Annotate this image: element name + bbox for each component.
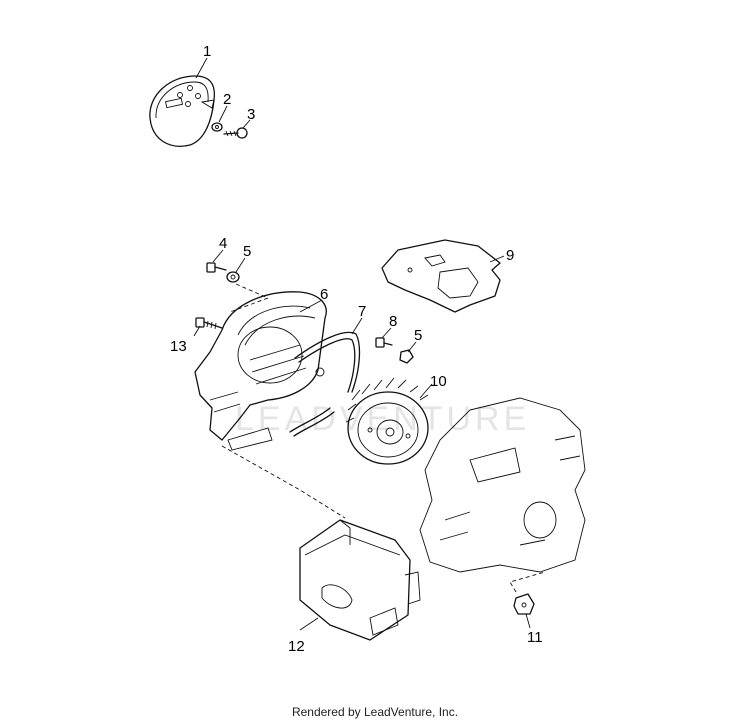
- part-4-bolt[interactable]: [206, 262, 227, 273]
- part-2-washer[interactable]: [211, 122, 223, 132]
- callout-9[interactable]: 9: [506, 247, 514, 264]
- watermark: LEADVENTURE: [235, 400, 530, 438]
- part-5-nut-lower[interactable]: [399, 349, 414, 364]
- part-9-gasket[interactable]: [381, 239, 501, 313]
- part-12-shroud[interactable]: [299, 519, 421, 641]
- part-8-bolt[interactable]: [375, 337, 393, 348]
- callout-5-lower[interactable]: 5: [414, 327, 422, 344]
- callout-13[interactable]: 13: [170, 338, 187, 355]
- callout-6[interactable]: 6: [320, 286, 328, 303]
- part-7-hose[interactable]: [289, 331, 361, 437]
- callout-10[interactable]: 10: [430, 373, 447, 390]
- part-6-fan-housing[interactable]: [194, 291, 327, 451]
- leader-lines: [193, 57, 546, 631]
- callout-2[interactable]: 2: [223, 91, 231, 108]
- part-1-cover-plate[interactable]: [149, 75, 216, 147]
- part-11-grommet[interactable]: [513, 593, 535, 615]
- footer-credit: Rendered by LeadVenture, Inc.: [291, 705, 459, 719]
- engine-block: [419, 397, 586, 573]
- callout-11[interactable]: 11: [527, 629, 543, 646]
- callout-12[interactable]: 12: [288, 638, 305, 655]
- callout-5-upper[interactable]: 5: [243, 243, 251, 260]
- part-5-washer-upper[interactable]: [226, 271, 240, 283]
- part-10-flywheel[interactable]: [345, 377, 429, 465]
- callout-8[interactable]: 8: [389, 313, 397, 330]
- part-3-screw[interactable]: [223, 127, 248, 139]
- callout-1[interactable]: 1: [203, 43, 211, 60]
- callout-labels: 1 2 3 4 5 6 7 8 5 9 10 11 12 13: [170, 43, 543, 655]
- callout-3[interactable]: 3: [247, 106, 255, 123]
- callout-4[interactable]: 4: [219, 235, 227, 252]
- part-13-screw[interactable]: [195, 317, 223, 330]
- callout-7[interactable]: 7: [358, 303, 366, 320]
